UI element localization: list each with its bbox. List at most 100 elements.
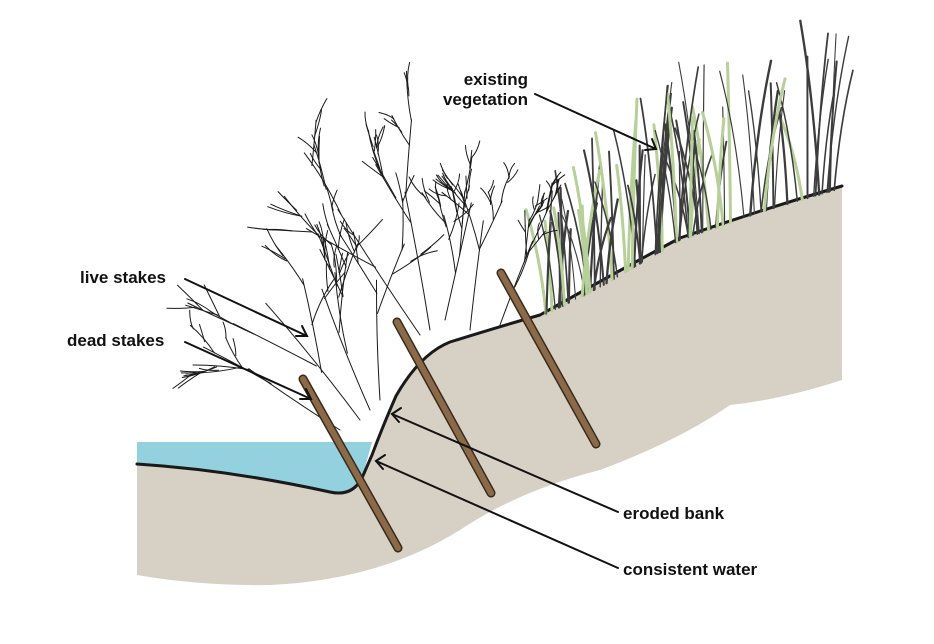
grass-blade xyxy=(702,64,705,233)
grass-blade xyxy=(719,70,745,219)
branch-twig xyxy=(309,152,322,171)
branch-twig xyxy=(540,192,546,208)
leader-existing-vegetation xyxy=(534,93,658,151)
branch-twig xyxy=(395,172,404,203)
branch-twig xyxy=(264,245,288,262)
branch-twig xyxy=(542,229,558,236)
branch-twig xyxy=(527,230,546,254)
grass-blade-light xyxy=(615,163,628,274)
branch-twig xyxy=(343,227,356,245)
branch-twig xyxy=(489,185,495,205)
branch-twig xyxy=(314,224,332,246)
grass-blade xyxy=(814,32,829,197)
branch-twig xyxy=(421,178,430,203)
leader-eroded-bank xyxy=(390,407,619,513)
branch-twig xyxy=(376,125,386,149)
branch-twig xyxy=(377,243,405,314)
branch-twig xyxy=(378,112,395,120)
branch-twig xyxy=(428,188,447,197)
branch-twig xyxy=(420,234,445,255)
grass-blade xyxy=(668,105,690,238)
branch-twig xyxy=(373,129,377,152)
branch-twig xyxy=(321,288,371,411)
grass-blade xyxy=(662,154,690,238)
grass-blade-light xyxy=(701,111,725,227)
branch-twig xyxy=(185,370,204,374)
grass-blade-light xyxy=(552,206,566,307)
branch-twig xyxy=(503,162,510,179)
existing-vegetation-grass xyxy=(524,19,854,316)
branch-twig xyxy=(364,111,370,133)
grass-blade xyxy=(639,97,658,255)
grass-blade xyxy=(654,129,677,244)
branch-twig xyxy=(446,184,452,201)
branch-twig xyxy=(405,119,412,197)
branch-twig xyxy=(537,205,549,213)
grass-blade xyxy=(821,95,834,195)
branch-twig xyxy=(232,338,237,357)
grass-blade xyxy=(554,169,570,304)
branch-twig xyxy=(553,178,559,199)
branch-twig xyxy=(222,321,227,339)
branch-twig xyxy=(471,140,481,158)
branch-twig xyxy=(337,218,345,250)
branch-twig xyxy=(331,189,338,207)
branch-twig xyxy=(303,152,342,215)
grass-blade xyxy=(826,35,850,194)
branch-twig xyxy=(376,134,379,155)
branch-twig xyxy=(199,324,206,343)
branch-twig xyxy=(166,306,198,309)
grass-blade xyxy=(749,59,773,217)
label-existing-vegetation: existing vegetation xyxy=(420,70,528,110)
branch-twig xyxy=(365,123,374,148)
branch-twig xyxy=(468,168,472,191)
grass-blade-light xyxy=(762,77,787,213)
branch-twig xyxy=(345,222,356,253)
branch-twig xyxy=(311,119,317,167)
branch-twig xyxy=(186,298,212,313)
branch-twig xyxy=(247,226,277,231)
branch-twig xyxy=(317,127,321,154)
branch-twig xyxy=(311,279,335,326)
grass-blade-light xyxy=(715,117,726,229)
branch-twig xyxy=(444,202,472,321)
label-eroded-bank: eroded bank xyxy=(623,504,725,523)
grass-blade-light xyxy=(571,166,592,294)
branch-twig xyxy=(528,199,539,222)
branch-twig xyxy=(181,366,216,378)
branch-twig xyxy=(313,143,327,190)
branch-twig xyxy=(318,221,325,250)
branch-twig xyxy=(480,187,491,202)
branch-twig xyxy=(403,72,410,97)
branch-twig xyxy=(375,279,381,401)
branch-twig xyxy=(500,176,510,204)
grass-blade-light xyxy=(726,61,732,224)
leader-live-stakes xyxy=(184,278,309,337)
branch-twig xyxy=(392,246,432,275)
branch-twig xyxy=(372,157,397,199)
branch-twig xyxy=(323,237,331,270)
branch-twig xyxy=(265,302,361,421)
branch-twig xyxy=(448,202,460,240)
branch-twig xyxy=(524,225,528,257)
branch-twig xyxy=(297,136,317,153)
branch-twig xyxy=(507,169,519,183)
label-dead-stakes: dead stakes xyxy=(67,331,165,350)
live-stake-middle xyxy=(392,317,496,498)
branch-twig xyxy=(408,176,427,198)
branch-twig xyxy=(404,191,431,331)
branch-twig xyxy=(266,228,284,257)
grass-blade-light xyxy=(594,131,614,282)
branch-twig xyxy=(402,175,415,203)
branch-twig xyxy=(460,190,481,251)
grass-blade xyxy=(599,179,604,288)
branch-twig xyxy=(333,244,338,268)
branch-twig xyxy=(339,220,355,236)
label-live-stakes: live stakes xyxy=(80,268,167,287)
label-existing-vegetation-line2: vegetation xyxy=(442,90,528,109)
grass-blade xyxy=(747,90,762,213)
grass-blade-light xyxy=(580,169,602,298)
grass-blade xyxy=(546,222,552,315)
leader-consistent-water xyxy=(374,454,619,569)
